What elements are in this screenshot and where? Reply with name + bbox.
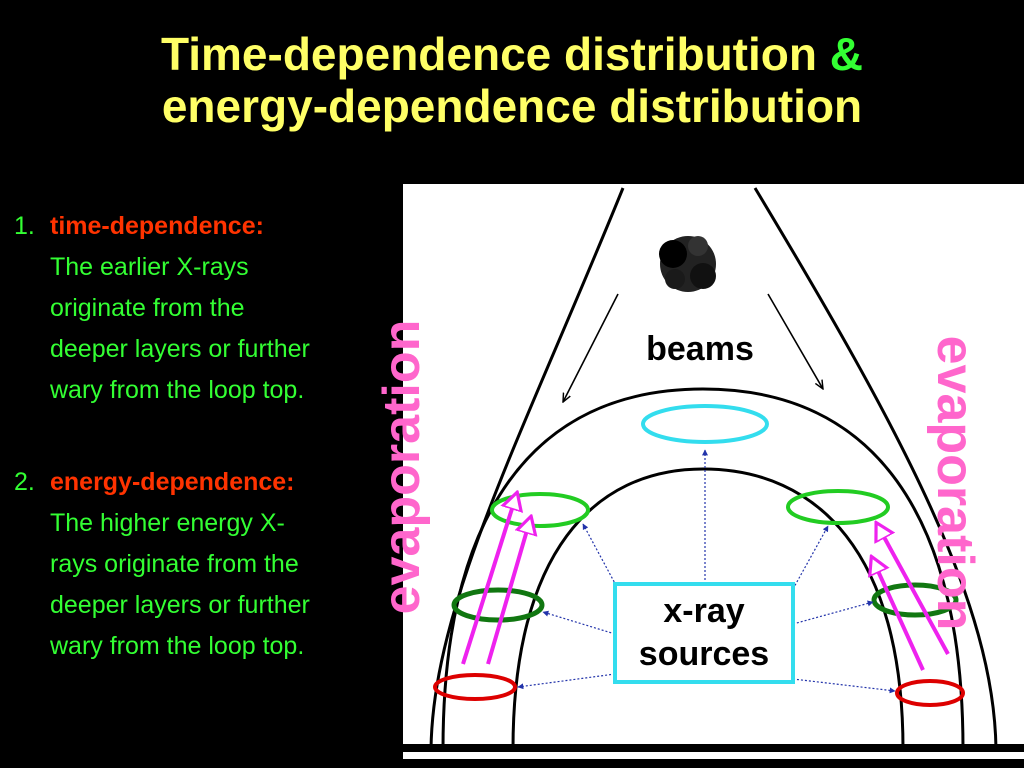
bullet-line: The earlier X-rays (50, 253, 249, 281)
xray-label-line2: sources (639, 635, 769, 673)
source-pointer (582, 523, 619, 590)
bullet-heading: energy-dependence: (50, 468, 295, 496)
evaporation-arrow-right (878, 526, 950, 655)
loop-diagram-svg: beams x-ray sources (403, 187, 1024, 752)
source-pointer (792, 678, 896, 694)
source-pointer (792, 525, 829, 590)
source-darkgreen-left (451, 587, 545, 623)
evaporation-arrow-left (486, 520, 530, 665)
source-pointer (517, 673, 616, 690)
loop-diagram: beams x-ray sources (403, 184, 1024, 759)
bullet-energy-dependence: 2. energy-dependence: The higher energy X… (14, 462, 310, 667)
evaporation-arrow-left (461, 496, 516, 665)
bullet-number: 2. (14, 468, 35, 496)
source-green-left (490, 492, 590, 528)
bullet-line: wary from the loop top. (50, 632, 305, 660)
beam-arrow-right (767, 293, 823, 389)
evaporation-arrow-right (873, 560, 925, 671)
source-cyan-looptop (641, 404, 769, 444)
bullet-line: The higher energy X- (50, 509, 285, 537)
outer-cusp-right (753, 187, 998, 750)
source-red-right (895, 679, 965, 707)
evaporation-label-right: evaporation (926, 335, 984, 631)
beam-arrow-left (563, 293, 619, 402)
title-line1: Time-dependence distribution (160, 28, 830, 80)
beams-label: beams (646, 330, 754, 368)
bullet-time-dependence: 1. time-dependence: The earlier X-rays or… (14, 206, 310, 411)
bullet-line: rays originate from the (50, 550, 299, 578)
source-pointer (792, 600, 874, 625)
bullet-line: wary from the loop top. (50, 376, 305, 404)
bullet-line: originate from the (50, 294, 245, 322)
xray-label-line1: x-ray (663, 592, 744, 630)
source-red-left (433, 673, 517, 701)
slide-title: Time-dependence distribution &energy-dep… (0, 28, 1024, 132)
bullet-line: deeper layers or further (50, 591, 310, 619)
title-line2: energy-dependence distribution (161, 80, 863, 132)
outer-loop (441, 387, 965, 750)
bullet-line: deeper layers or further (50, 335, 310, 363)
reconnection-site-icon (659, 236, 716, 292)
outer-cusp-left (429, 187, 625, 750)
title-ampersand: & (829, 28, 863, 80)
chromosphere-line (403, 744, 1024, 752)
source-green-right (786, 489, 890, 525)
bullet-heading: time-dependence: (50, 212, 264, 240)
evaporation-label-left: evaporation (373, 319, 431, 615)
xray-sources-box (613, 582, 795, 684)
source-pointer (542, 610, 616, 635)
source-darkgreen-right (871, 582, 959, 618)
bullet-number: 1. (14, 212, 35, 240)
